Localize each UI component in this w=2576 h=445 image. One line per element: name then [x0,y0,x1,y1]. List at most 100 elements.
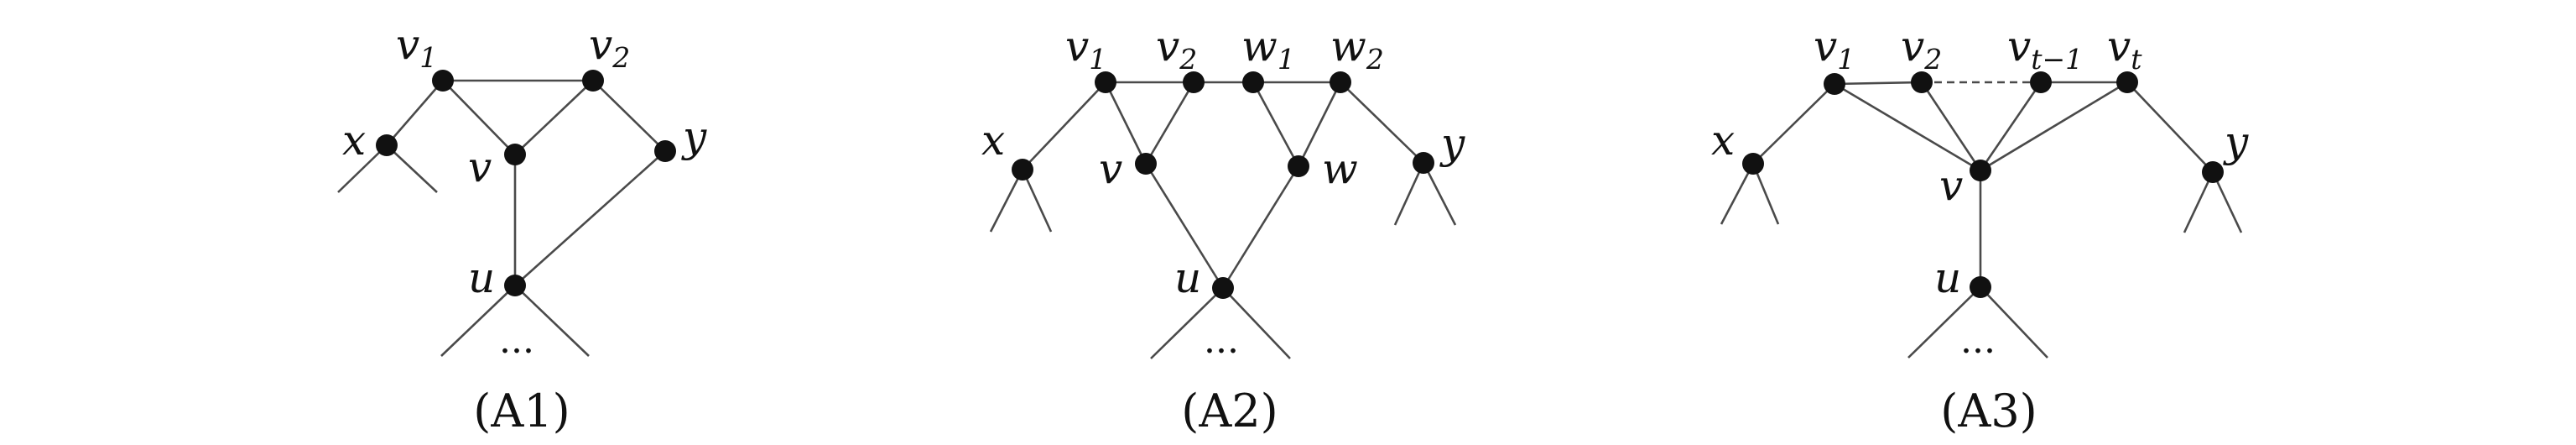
edge-y-u [514,150,666,286]
node-v [1970,160,1991,181]
node-v2 [1183,71,1205,93]
node-v2 [1911,71,1933,93]
edge-v1-v [1834,82,1981,172]
figure-caption: (A2) [1181,385,1278,437]
node-label-vt: vt [2107,22,2142,76]
node-label-x: x [1711,116,1735,165]
node-v1 [1095,71,1116,93]
node-u [504,275,526,296]
graph-a2: v1 v2 w1 w2 x v w y u... (A2) [981,22,1465,437]
edge-v-u [1144,163,1225,289]
edge-v2-v [1920,81,1982,171]
node-subscript-vt1: t−1 [2031,43,2083,76]
node-label-w2: w2 [1330,22,1384,76]
node-label-vt1: vt−1 [2007,22,2083,76]
node-subscript-v2: 2 [1923,43,1942,76]
edge-v1-v [1104,81,1147,165]
node-y [2202,161,2224,183]
graph-a3: v1 v2 vt−1 vt x v y u... (A3) [1711,22,2249,437]
stub-edge-y [1422,162,1457,226]
node-v1 [1824,73,1845,95]
stub-edge-u [440,285,516,357]
node-label-v2: v2 [1156,22,1197,76]
edge-w1-w [1252,81,1300,167]
node-label-w: w [1322,144,1358,193]
edge-v2-v [514,80,594,155]
stub-edge-x [337,144,388,193]
node-label-w1: w1 [1241,22,1295,76]
edge-v1-x [386,80,444,146]
figure-caption: (A1) [473,385,570,437]
node-label-v2: v2 [1901,22,1942,76]
stub-edge-y [2183,171,2214,233]
node-v1 [432,70,454,92]
node-label-x: x [342,116,366,165]
node-x [376,134,398,156]
node-subscript-v2: 2 [1179,43,1197,76]
node-u [1970,276,1991,298]
node-label-x: x [981,116,1005,165]
stub-edge-u [1222,287,1291,359]
figure-caption: (A3) [1940,385,2037,437]
stub-edge-x [1021,169,1053,233]
ellipsis: ... [499,319,534,362]
node-subscript-v2: 2 [611,41,630,74]
edge-vt1-v [1979,81,2043,171]
node-w [1288,155,1309,177]
node-x [1742,153,1764,175]
edge-w-u [1221,165,1300,289]
ellipsis: ... [1204,319,1239,362]
node-v2 [582,70,604,92]
edge-vt-v [1980,81,2128,172]
node-label-v: v [468,143,492,191]
node-subscript-w1: 1 [1278,43,1295,76]
node-label-v1: v1 [1814,22,1855,76]
node-y [654,140,676,162]
ellipsis: ... [1960,319,1996,362]
edge-v1-v2 [1834,81,1923,86]
node-label-y: y [2223,118,2249,166]
edge-v1-x [1752,83,1835,165]
node-vt1 [2030,71,2052,93]
node-label-y: y [681,113,707,161]
edge-v1-v [442,80,516,155]
node-subscript-v1: 1 [1089,43,1106,76]
node-w2 [1330,71,1351,93]
edge-v2-y [592,80,666,152]
stub-edge-u [514,285,590,357]
stub-edge-u [1150,287,1224,359]
node-y [1413,152,1434,174]
node-subscript-v1: 1 [1837,43,1855,76]
node-u [1212,277,1234,299]
node-label-v: v [1099,144,1122,193]
node-vt [2116,71,2138,93]
node-label-u: u [1934,254,1961,302]
node-label-v1: v1 [1065,22,1106,76]
stub-edge-x [1720,163,1755,225]
node-label-v: v [1939,161,1963,210]
node-label-u: u [1174,254,1201,302]
stub-edge-x [386,144,438,193]
edge-v1-x [1022,81,1106,170]
node-subscript-v1: 1 [419,41,437,74]
edge-w2-y [1340,81,1424,164]
node-v [1135,153,1157,175]
node-label-y: y [1439,119,1465,168]
node-v [504,144,526,165]
edge-vt-y [2126,81,2214,173]
stub-edge-x [989,169,1024,233]
node-subscript-vt: t [2131,43,2142,76]
node-x [1012,159,1033,181]
stub-edge-y [1393,162,1425,226]
stub-edge-y [2211,171,2243,233]
edge-v2-v [1144,81,1195,165]
node-subscript-w2: 2 [1366,43,1384,76]
node-label-v2: v2 [589,20,630,74]
stub-edge-u [1907,286,1981,359]
stub-edge-u [1980,286,2048,359]
node-label-v1: v1 [396,20,437,74]
edge-w2-w [1297,81,1342,167]
